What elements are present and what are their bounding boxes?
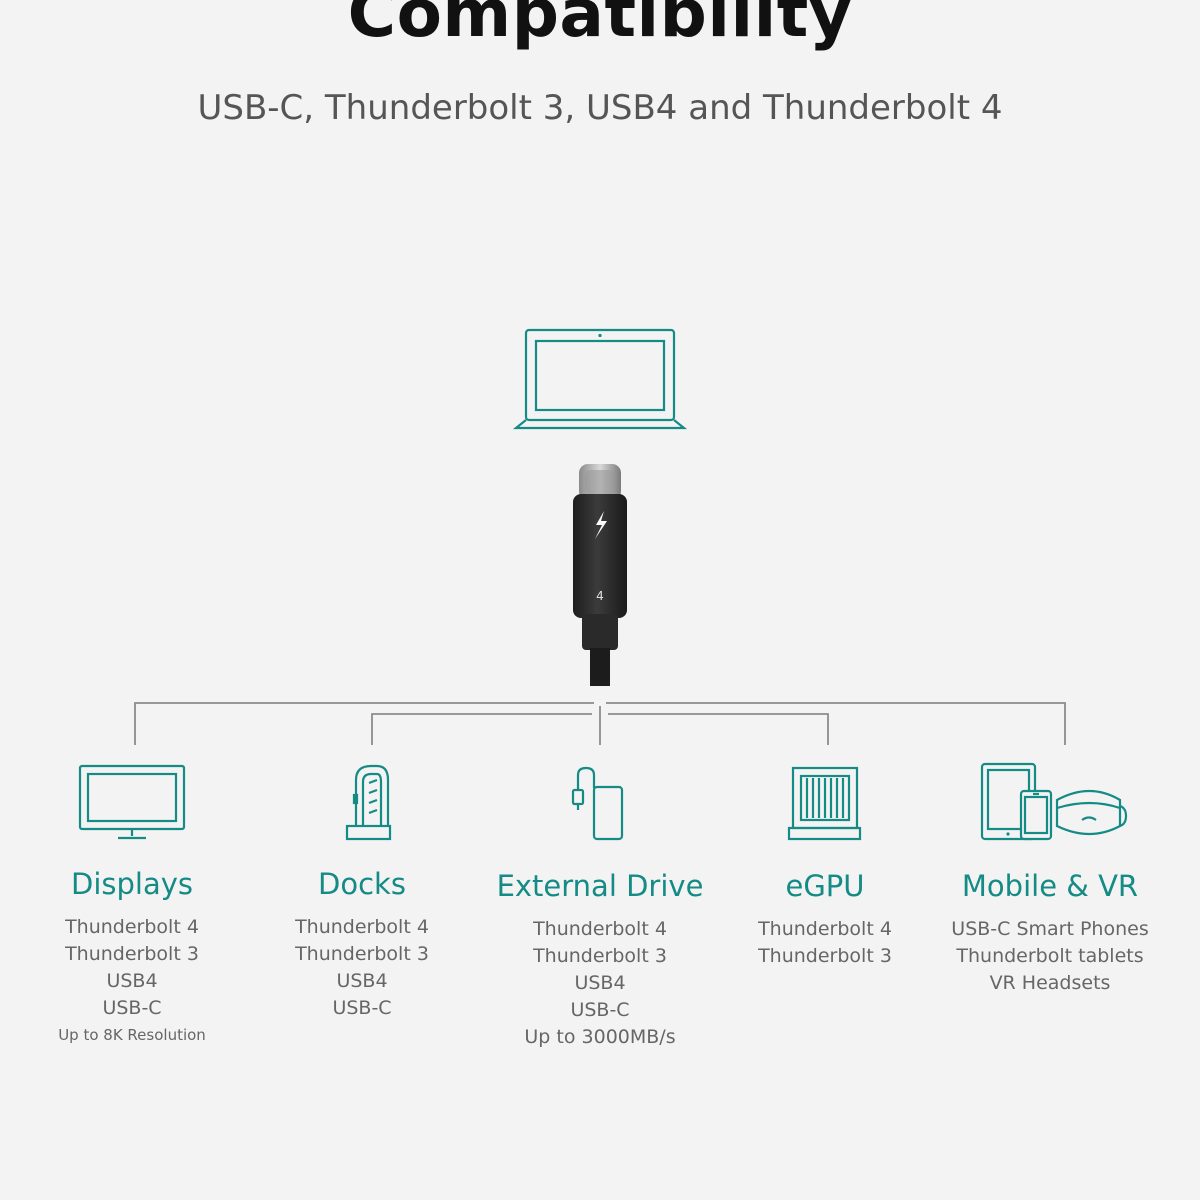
category-egpu: eGPU Thunderbolt 4 Thunderbolt 3 xyxy=(705,868,945,970)
category-external-drive: External Drive Thunderbolt 4 Thunderbolt… xyxy=(480,868,720,1051)
category-title: Displays xyxy=(70,867,193,901)
compat-note: Up to 8K Resolution xyxy=(58,1026,206,1044)
compat-item: Thunderbolt 3 xyxy=(65,943,199,965)
compat-item: USB4 xyxy=(106,970,158,992)
compat-item: Thunderbolt 4 xyxy=(533,918,667,940)
category-title: eGPU xyxy=(785,869,865,903)
compat-item: Thunderbolt 4 xyxy=(65,916,199,938)
compat-item: Thunderbolt 3 xyxy=(758,945,892,967)
dock-icon xyxy=(345,764,392,841)
category-displays: Displays Thunderbolt 4 Thunderbolt 3 USB… xyxy=(12,866,252,1049)
page-subtitle: USB-C, Thunderbolt 3, USB4 and Thunderbo… xyxy=(197,88,1003,128)
connection-lines xyxy=(134,702,1066,745)
connector-label: 4 xyxy=(596,589,604,603)
mobile-vr-icon xyxy=(980,762,1128,841)
compat-item: Thunderbolt 4 xyxy=(758,918,892,940)
category-title: External Drive xyxy=(496,869,704,903)
category-title: Docks xyxy=(318,867,406,901)
compat-item: Thunderbolt 3 xyxy=(295,943,429,965)
compat-item: Thunderbolt tablets xyxy=(956,945,1144,967)
category-mobile-vr: Mobile & VR USB-C Smart Phones Thunderbo… xyxy=(930,868,1170,997)
page-title: Compatibility xyxy=(347,0,853,52)
compat-item: USB-C xyxy=(570,999,630,1021)
compat-item: Up to 3000MB/s xyxy=(524,1026,676,1048)
egpu-icon xyxy=(787,766,862,841)
compat-item: USB-C xyxy=(102,997,162,1019)
laptop-icon xyxy=(512,328,688,430)
category-title: Mobile & VR xyxy=(961,869,1139,903)
compat-item: USB4 xyxy=(336,970,388,992)
compat-item: Thunderbolt 4 xyxy=(295,916,429,938)
compat-item: VR Headsets xyxy=(989,972,1111,994)
compat-item: USB4 xyxy=(574,972,626,994)
compat-item: USB-C xyxy=(332,997,392,1019)
category-docks: Docks Thunderbolt 4 Thunderbolt 3 USB4 U… xyxy=(242,866,482,1022)
compat-item: Thunderbolt 3 xyxy=(533,945,667,967)
thunderbolt-cable-icon xyxy=(573,464,627,686)
thunderbolt-logo-icon xyxy=(595,511,607,539)
external-drive-icon xyxy=(571,766,624,841)
monitor-icon xyxy=(78,764,186,840)
compat-item: USB-C Smart Phones xyxy=(951,918,1149,940)
